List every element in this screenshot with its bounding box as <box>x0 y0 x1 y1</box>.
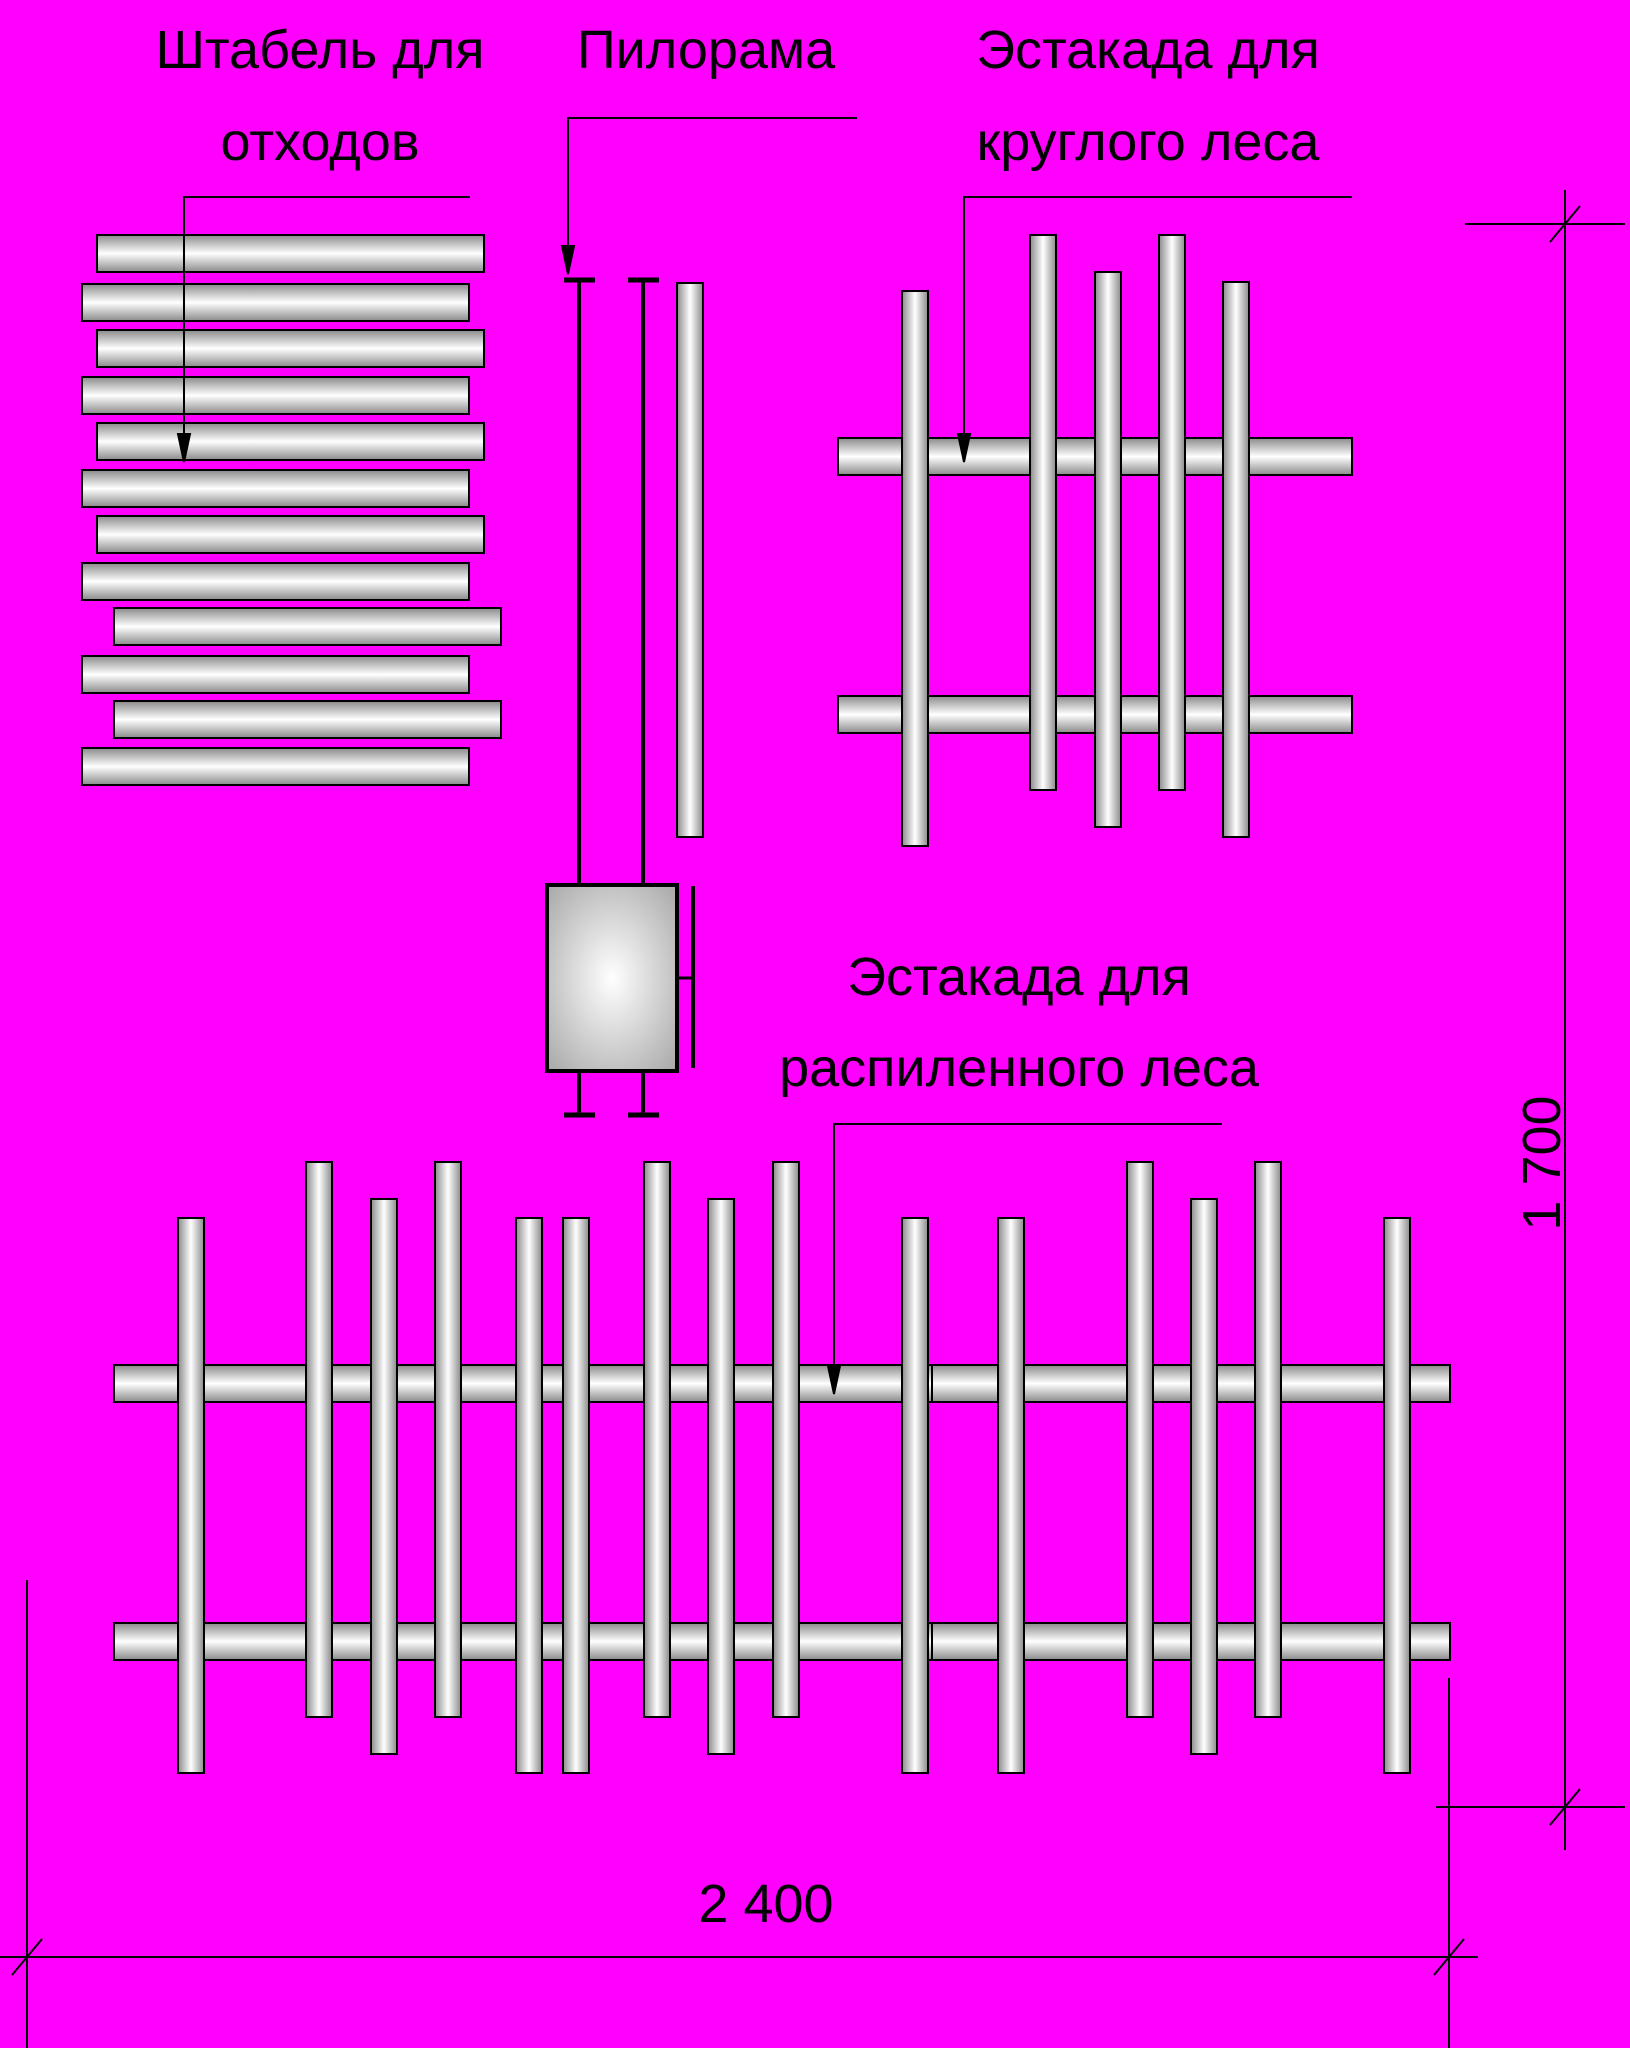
round-log <box>1029 234 1057 791</box>
round-timber-leader <box>956 196 1352 463</box>
height-dimension-label: 1 700 <box>1512 1095 1572 1230</box>
round-log <box>1222 281 1250 838</box>
sawn-log <box>370 1198 398 1755</box>
waste-board <box>113 700 502 739</box>
height-dimension-line <box>1436 190 1625 1850</box>
sawn-timber-label-line2: распиленного леса <box>779 1038 1260 1098</box>
sawmill <box>545 277 704 1118</box>
waste-board <box>96 515 485 554</box>
sawn-timber-label-line1: Эстакада для <box>847 947 1191 1007</box>
sawn-log <box>997 1217 1025 1774</box>
sawmill-unit <box>545 883 679 1073</box>
sawmill-feed-log <box>676 282 704 838</box>
waste-stack-label-line2: отходов <box>220 112 419 172</box>
waste-board <box>96 329 485 368</box>
sawn-log <box>1383 1217 1411 1774</box>
sawn-log <box>1190 1198 1218 1755</box>
round-log <box>1158 234 1186 791</box>
waste-board <box>96 234 485 273</box>
sawn-log <box>515 1217 543 1774</box>
sawn-log <box>562 1217 590 1774</box>
waste-board <box>81 376 470 415</box>
sawn-timber-trestle <box>113 1161 1451 1774</box>
waste-board <box>113 607 502 646</box>
waste-board <box>96 422 485 461</box>
waste-stack <box>81 234 502 786</box>
round-log <box>901 290 929 847</box>
waste-board <box>81 747 470 786</box>
sawn-log <box>177 1217 205 1774</box>
waste-board <box>81 469 470 508</box>
sawn-log <box>772 1161 800 1718</box>
waste-board <box>81 562 470 601</box>
waste-board <box>81 655 470 694</box>
round-timber-trestle <box>837 234 1353 847</box>
round-timber-label-line1: Эстакада для <box>976 20 1320 80</box>
sawn-log <box>901 1217 929 1774</box>
waste-stack-leader <box>176 196 470 463</box>
round-log <box>1094 271 1122 828</box>
round-timber-label-line2: круглого леса <box>977 112 1321 172</box>
sawn-timber-leader <box>826 1123 1222 1395</box>
sawn-log <box>305 1161 333 1718</box>
sawn-log <box>707 1198 735 1755</box>
width-dimension-line <box>0 1580 1478 2048</box>
sawmill-label: Пилорама <box>577 20 836 80</box>
sawn-log <box>643 1161 671 1718</box>
waste-stack-label-line1: Штабель для <box>155 20 484 80</box>
waste-board <box>81 283 470 322</box>
width-dimension-label: 2 400 <box>698 1874 833 1934</box>
sawn-log <box>1126 1161 1154 1718</box>
sawn-log <box>434 1161 462 1718</box>
sawmill-leader <box>560 117 857 275</box>
sawn-log <box>1254 1161 1282 1718</box>
